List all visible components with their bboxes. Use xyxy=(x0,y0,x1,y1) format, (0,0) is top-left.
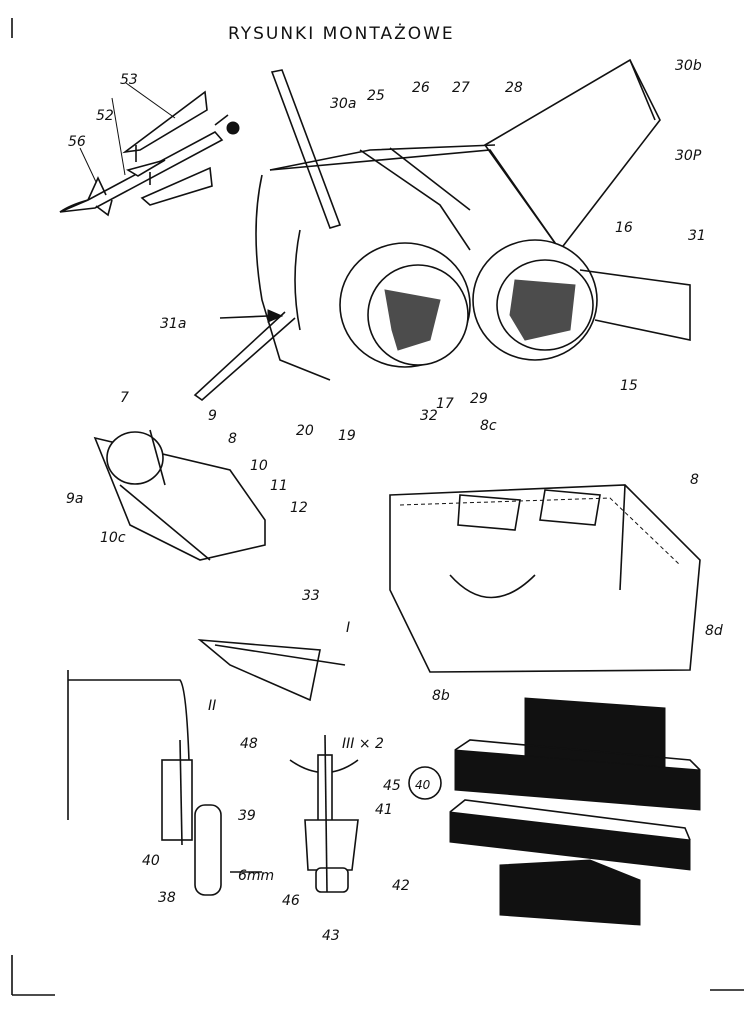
label-28: 28 xyxy=(505,80,523,96)
label-16: 16 xyxy=(615,220,633,236)
label-I: I xyxy=(346,620,350,636)
label-27: 27 xyxy=(452,80,470,96)
label-41: 41 xyxy=(375,802,393,818)
label-40-circled: 40 xyxy=(415,778,431,792)
label-33: 33 xyxy=(302,588,320,604)
label-8d: 8d xyxy=(705,623,723,639)
landing-gear-bay-drawing: II 48 39 40 38 6mm xyxy=(67,670,274,906)
engine-assembly-drawing: 30a 25 26 27 28 30b 30P 16 31 31a 20 19 … xyxy=(160,58,706,444)
label-46: 46 xyxy=(282,893,300,909)
label-48: 48 xyxy=(240,736,258,752)
intake-part-drawing: 7 9 8 10 11 12 9a 10c xyxy=(66,390,308,561)
label-25: 25 xyxy=(367,88,385,104)
label-30p: 30P xyxy=(675,148,702,164)
label-20: 20 xyxy=(296,423,314,439)
label-8-big: 8 xyxy=(690,472,699,488)
label-38: 38 xyxy=(158,890,176,906)
label-9a: 9a xyxy=(66,491,84,507)
page-title: RYSUNKI MONTAŻOWE xyxy=(228,24,455,44)
label-32: 32 xyxy=(420,408,438,424)
label-40: 40 xyxy=(142,853,160,869)
label-30a: 30a xyxy=(330,96,356,112)
label-26: 26 xyxy=(412,80,430,96)
part-33-drawing: 33 I xyxy=(197,588,350,702)
label-8c: 8c xyxy=(480,418,497,434)
part-40-net-drawing: 40 xyxy=(408,697,701,926)
label-9: 9 xyxy=(208,408,217,424)
missile-drawing: 53 52 56 xyxy=(59,72,240,217)
label-7: 7 xyxy=(120,390,129,406)
landing-gear-leg-drawing: III × 2 45 41 46 42 43 xyxy=(282,734,410,944)
label-III-x2: III × 2 xyxy=(342,736,384,752)
label-19: 19 xyxy=(338,428,356,444)
label-42: 42 xyxy=(392,878,410,894)
label-15: 15 xyxy=(620,378,638,394)
label-31a: 31a xyxy=(160,316,186,332)
crop-marks xyxy=(11,18,744,996)
part-8-detail-drawing: 8c 8 8d 8b xyxy=(389,418,723,704)
label-8b: 8b xyxy=(432,688,450,704)
label-30b: 30b xyxy=(675,58,702,74)
label-39: 39 xyxy=(238,808,256,824)
label-6mm: 6mm xyxy=(238,868,274,884)
label-52: 52 xyxy=(96,108,114,124)
label-10c: 10c xyxy=(100,530,126,546)
label-10: 10 xyxy=(250,458,268,474)
label-8: 8 xyxy=(228,431,237,447)
label-II: II xyxy=(208,698,216,714)
label-56: 56 xyxy=(68,134,86,150)
label-45: 45 xyxy=(383,778,401,794)
label-11: 11 xyxy=(270,478,288,494)
label-31: 31 xyxy=(688,228,706,244)
label-17: 17 xyxy=(436,396,454,412)
label-12: 12 xyxy=(290,500,308,516)
label-29: 29 xyxy=(470,391,488,407)
label-43: 43 xyxy=(322,928,340,944)
label-53: 53 xyxy=(120,72,138,88)
